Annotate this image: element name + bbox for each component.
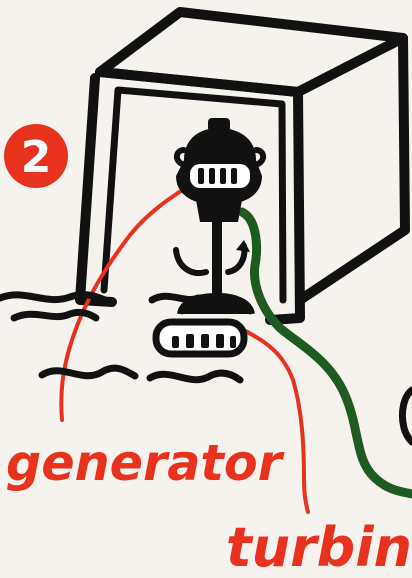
turbine-blade: [172, 336, 179, 348]
wave-line-5: [146, 369, 244, 384]
step-badge: 2: [4, 124, 68, 188]
generator-ear-left: [174, 147, 187, 167]
turbine-shaft: [173, 218, 250, 310]
red-wire-generator: [59, 183, 192, 422]
powerhouse-box: [75, 7, 410, 325]
label-turbine: turbin: [226, 516, 412, 578]
generator-slat: [209, 168, 215, 184]
rotation-arrowhead: [236, 240, 250, 252]
red-wire-turbine: [238, 326, 310, 514]
generator-slat: [220, 168, 226, 184]
turbine-blade: [230, 336, 236, 348]
step-badge-circle: [4, 124, 68, 188]
turbine: [152, 292, 255, 358]
wave-line-1: [0, 291, 109, 304]
generator-base: [196, 200, 242, 222]
step-number: 2: [21, 132, 52, 183]
box-right-face: [295, 33, 410, 305]
label-generator: generator: [6, 434, 285, 492]
rotation-arrow-left: [173, 247, 209, 276]
generator-ear-right: [253, 147, 266, 167]
generator-slat: [231, 168, 237, 184]
turbine-blade: [201, 334, 209, 348]
green-wire: [237, 207, 412, 499]
generator-slat: [198, 168, 204, 184]
turbine-blade: [216, 334, 224, 348]
generator-slats: [198, 168, 237, 184]
wave-line-3: [10, 308, 100, 322]
edge-cutoff-shape: [398, 386, 412, 446]
generator: [174, 118, 266, 222]
turbine-cap-outline: [177, 292, 255, 315]
turbine-blades: [172, 334, 236, 348]
turbine-blade: [186, 334, 194, 348]
box-front-opening: [100, 86, 287, 304]
wave-line-4: [38, 364, 139, 380]
shaft: [212, 218, 222, 310]
